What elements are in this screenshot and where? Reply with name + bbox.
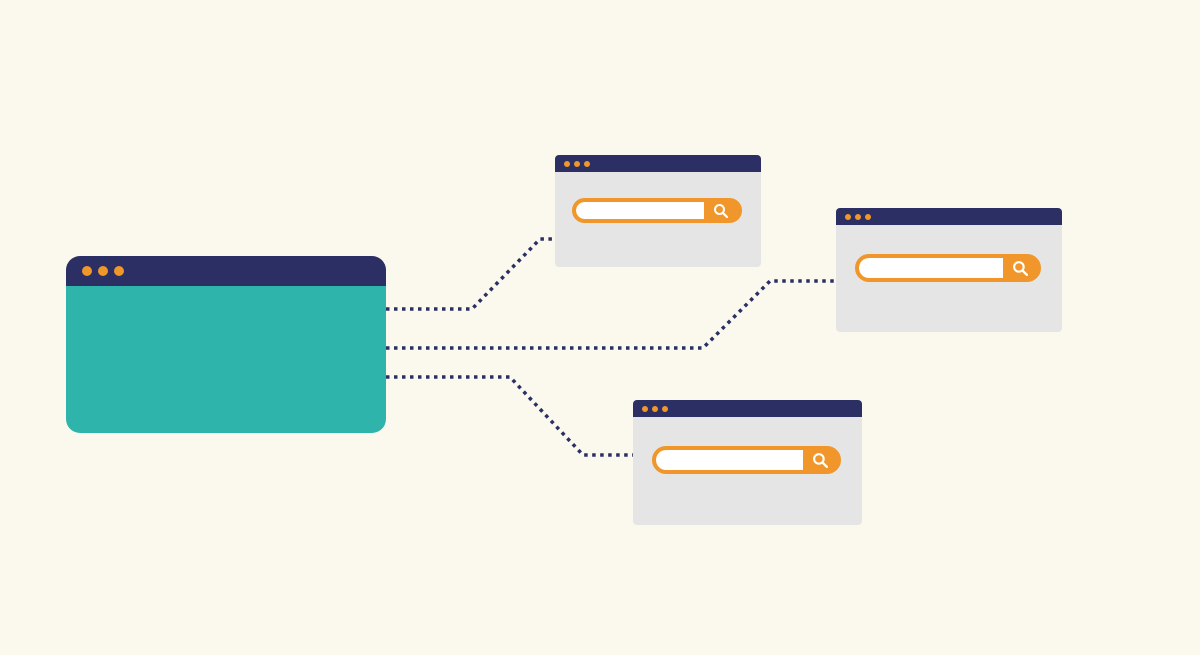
search-window-titlebar [555, 155, 761, 172]
search-window-2 [836, 208, 1062, 332]
search-bar [652, 446, 841, 474]
search-button[interactable] [1003, 258, 1037, 278]
window-dot-icon [564, 160, 570, 167]
main-window-titlebar [66, 256, 386, 286]
connector-line-1 [386, 237, 555, 311]
window-dot-icon [98, 266, 108, 276]
search-input[interactable] [656, 450, 803, 470]
search-window-titlebar [633, 400, 862, 417]
search-window-body [633, 417, 862, 525]
main-window-body [66, 286, 386, 433]
window-dot-icon [855, 213, 861, 220]
search-input[interactable] [576, 202, 704, 219]
search-bar [855, 254, 1041, 282]
window-dot-icon [652, 405, 658, 412]
search-button[interactable] [704, 202, 738, 219]
window-dot-icon [82, 266, 92, 276]
search-icon [1012, 260, 1028, 276]
search-button[interactable] [803, 450, 837, 470]
search-bar [572, 198, 742, 223]
window-dot-icon [642, 405, 648, 412]
search-icon [714, 203, 729, 218]
search-window-3 [633, 400, 862, 525]
window-dot-icon [845, 213, 851, 220]
window-dot-icon [574, 160, 580, 167]
window-dot-icon [584, 160, 590, 167]
connector-line-2 [386, 279, 836, 350]
window-dot-icon [662, 405, 668, 412]
search-icon [812, 452, 828, 468]
search-input[interactable] [859, 258, 1003, 278]
search-window-1 [555, 155, 761, 267]
window-dot-icon [114, 266, 124, 276]
connector-line-3 [386, 375, 633, 457]
main-window [66, 256, 386, 433]
search-window-titlebar [836, 208, 1062, 225]
search-window-body [555, 172, 761, 267]
search-window-body [836, 225, 1062, 332]
window-dot-icon [865, 213, 871, 220]
